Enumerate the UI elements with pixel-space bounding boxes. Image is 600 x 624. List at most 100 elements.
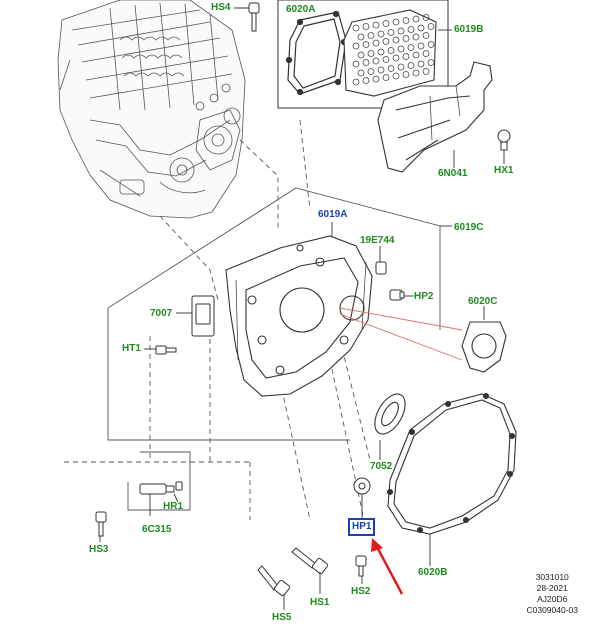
cover-hole [357, 51, 365, 59]
gasket-6020b-icon [386, 392, 517, 535]
label-hs3: HS3 [89, 544, 109, 555]
label-6019a: 6019A [318, 209, 348, 220]
cover-hole [402, 53, 410, 60]
heat-shield-6n041-icon [377, 61, 493, 173]
cover-hole [362, 77, 370, 84]
cover-hole [372, 21, 380, 29]
label-6c315: 6C315 [142, 524, 172, 535]
red-pointer-arrow-icon [371, 538, 404, 595]
cover-hole [372, 39, 380, 47]
label-hp1-highlighted[interactable]: HP1 [347, 518, 376, 536]
cover-hole [407, 26, 415, 33]
cover-hole [412, 69, 420, 77]
cover-hole [372, 75, 380, 83]
label-6019c: 6019C [454, 222, 484, 233]
cover-hole [412, 51, 420, 59]
label-hs2: HS2 [351, 586, 371, 597]
cover-hole [357, 69, 365, 77]
assembly-outline [64, 119, 441, 521]
cover-plate-6019b-icon [343, 9, 437, 97]
cover-hole [402, 71, 410, 78]
bolt-hs1-icon [291, 547, 329, 575]
sensor-6c315-icon [139, 481, 183, 495]
cover-hole [362, 59, 370, 66]
cover-hole [392, 54, 400, 62]
label-hs5: HS5 [272, 612, 292, 623]
cover-hole [412, 15, 420, 23]
cover-hole [387, 29, 395, 36]
reference-line-1: 3031010 [535, 572, 569, 582]
cover-hole [377, 66, 385, 74]
label-19e744: 19E744 [360, 235, 395, 246]
reference-line-4: C0309040-03 [526, 605, 578, 615]
label-6020c: 6020C [468, 296, 498, 307]
cover-hole [382, 74, 390, 81]
engine-block-icon [57, 0, 246, 219]
label-hs1: HS1 [310, 597, 330, 608]
dowel-19e744-icon [375, 261, 387, 275]
cover-hole [412, 33, 420, 41]
cover-hole [417, 24, 425, 32]
label-6019b: 6019B [454, 24, 484, 35]
cover-hole [427, 59, 435, 66]
reference-line-3: AJ20D6 [537, 594, 568, 604]
cover-hole [427, 23, 435, 30]
seal-6020c-icon [461, 321, 507, 373]
red-leader-lines [339, 307, 463, 361]
cover-hole [417, 42, 425, 50]
cover-detail-box [277, 0, 449, 109]
reference-block: 3031010 28-2021 AJ20D6 C0309040-03 [526, 572, 578, 616]
cover-hole [387, 47, 395, 54]
cover-hole [392, 72, 400, 80]
cover-hole [422, 68, 430, 75]
cover-hole [422, 32, 430, 39]
cover-hole [397, 63, 405, 71]
label-leader-lines [99, 7, 505, 610]
cover-hole [407, 44, 415, 51]
flywheel-housing-6019a-icon [225, 235, 373, 397]
nut-hx1-icon [497, 129, 511, 151]
label-7052: 7052 [370, 461, 393, 472]
cover-hole [397, 27, 405, 35]
label-hx1: HX1 [494, 165, 514, 176]
bolt-hs5-icon [257, 565, 291, 597]
cover-hole [352, 78, 360, 86]
label-6020a: 6020A [286, 4, 316, 15]
cover-hole [402, 17, 410, 24]
cover-hole [392, 36, 400, 44]
cover-hole [377, 48, 385, 56]
label-7007: 7007 [150, 308, 173, 319]
plug-hp1-icon [353, 477, 371, 495]
bolt-hs2-icon [355, 555, 367, 577]
cover-hole [427, 41, 435, 48]
label-6n041: 6N041 [438, 168, 468, 179]
cover-hole [422, 14, 430, 21]
cover-hole [362, 23, 370, 30]
bolt-hs4-icon [238, 2, 260, 32]
reference-line-2: 28-2021 [536, 583, 568, 593]
cover-hole [352, 60, 360, 68]
label-hp2: HP2 [414, 291, 434, 302]
cover-hole [352, 42, 360, 50]
cover-hole [417, 60, 425, 68]
cover-hole [387, 65, 395, 72]
cover-hole [362, 41, 370, 48]
cover-hole [352, 24, 360, 32]
gasket-6020a-icon [285, 10, 348, 96]
cover-hole [402, 35, 410, 42]
cover-hole [407, 62, 415, 69]
cover-hole [392, 18, 400, 26]
stud-ht1-icon [155, 345, 177, 355]
cover-hole [397, 45, 405, 53]
cover-hole [382, 38, 390, 45]
cover-hole [367, 32, 375, 39]
cover-hole [422, 50, 430, 57]
label-6020b: 6020B [418, 567, 448, 578]
cover-hole [367, 50, 375, 57]
bolt-hs3-icon [95, 511, 107, 537]
label-hs4: HS4 [211, 2, 231, 13]
plug-hp2-icon [389, 289, 405, 301]
cover-hole [372, 57, 380, 65]
cover-hole [357, 33, 365, 41]
